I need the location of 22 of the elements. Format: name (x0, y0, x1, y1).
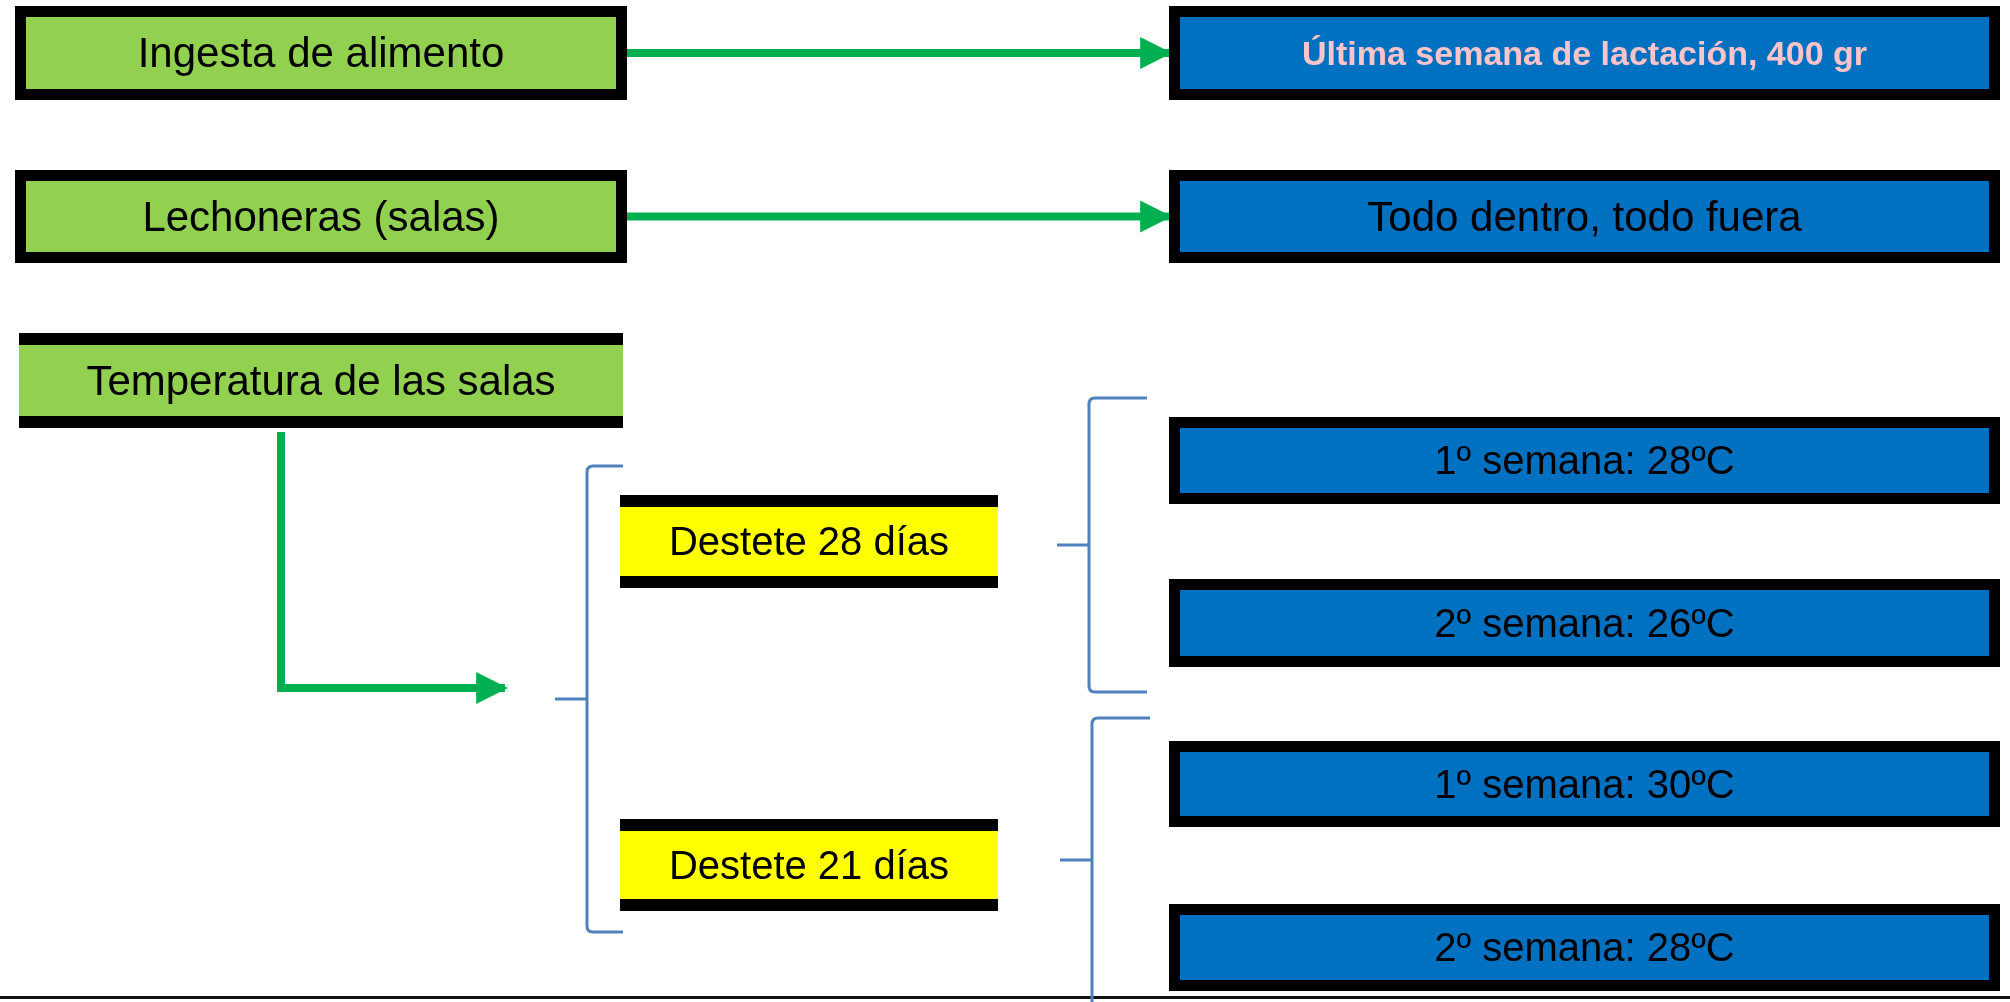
label-box (1169, 6, 2000, 100)
box-label: Temperatura de las salas (86, 356, 556, 405)
label-box (19, 333, 623, 428)
box-label: 1º semana: 28ºC (1434, 438, 1735, 483)
box-label: Destete 28 días (668, 519, 950, 564)
label-box (620, 495, 998, 588)
label-box (15, 170, 627, 263)
box-label: Ingesta de alimento (137, 29, 505, 77)
label-box (1169, 904, 2000, 991)
box-label: Todo dentro, todo fuera (1367, 192, 1802, 241)
box-label: 2º semana: 26ºC (1434, 600, 1735, 646)
label-box (1169, 579, 2000, 667)
label-box (1169, 170, 2000, 263)
box-label: Lechoneras (salas) (142, 192, 500, 241)
label-box (1169, 417, 2000, 504)
box-label: Destete 21 días (668, 842, 950, 888)
label-box (1169, 741, 2000, 827)
box-label: 1º semana: 30ºC (1434, 761, 1735, 807)
box-label: Última semana de lactación, 400 gr (1302, 33, 1867, 73)
label-box (620, 819, 998, 911)
label-box (15, 6, 627, 100)
box-label: 2º semana: 28ºC (1434, 925, 1735, 970)
